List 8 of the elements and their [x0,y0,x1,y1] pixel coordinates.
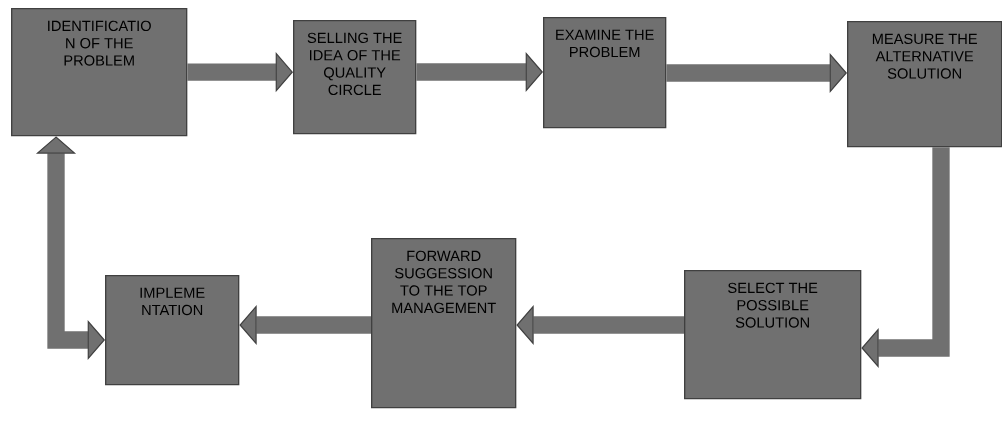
process-box: EXAMINE THE PROBLEM [543,17,667,129]
process-box: SELLING THE IDEA OF THE QUALITY CIRCLE [293,20,417,135]
process-box: MEASURE THE ALTERNATIVE SOLUTION [847,21,1002,148]
process-box: IMPLEME NTATION [105,275,240,386]
block-arrow [861,147,950,369]
process-box: SELECT THE POSSIBLE SOLUTION [684,270,862,400]
process-box: IDENTIFICATIO N OF THE PROBLEM [11,8,188,137]
process-box: FORWARD SUGGESSION TO THE TOP MANAGEMENT [371,238,517,409]
